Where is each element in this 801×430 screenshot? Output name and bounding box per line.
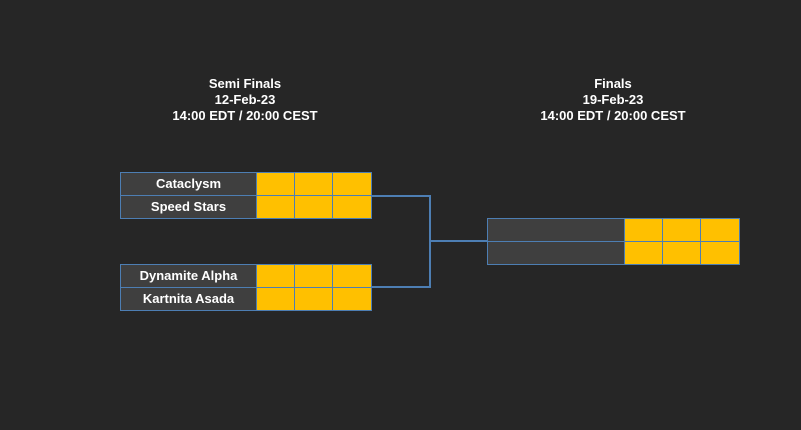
score-cell[interactable] bbox=[333, 173, 372, 196]
team-row: Kartnita Asada bbox=[121, 288, 372, 311]
score-cell[interactable] bbox=[295, 288, 333, 311]
score-cell[interactable] bbox=[257, 265, 295, 288]
score-cell[interactable] bbox=[625, 242, 663, 265]
score-cell[interactable] bbox=[663, 219, 701, 242]
score-cell[interactable] bbox=[257, 288, 295, 311]
team-row: Speed Stars bbox=[121, 196, 372, 219]
score-cell[interactable] bbox=[333, 196, 372, 219]
team-row: Cataclysm bbox=[121, 173, 372, 196]
finals-date: 19-Feb-23 bbox=[582, 92, 644, 107]
semifinals-date: 12-Feb-23 bbox=[214, 92, 276, 107]
semifinals-time: 14:00 EDT / 20:00 CEST bbox=[172, 108, 318, 123]
score-cell[interactable] bbox=[701, 242, 740, 265]
match-semifinal-2: Dynamite Alpha Kartnita Asada bbox=[120, 264, 372, 311]
team-row bbox=[488, 219, 740, 242]
score-cell[interactable] bbox=[663, 242, 701, 265]
team-row: Dynamite Alpha bbox=[121, 265, 372, 288]
team-name-cell[interactable]: Speed Stars bbox=[121, 196, 257, 219]
connector-line-final bbox=[429, 240, 487, 242]
score-cell[interactable] bbox=[701, 219, 740, 242]
connector-line-top bbox=[371, 195, 431, 197]
connector-line-bottom bbox=[371, 286, 431, 288]
team-row bbox=[488, 242, 740, 265]
finals-time: 14:00 EDT / 20:00 CEST bbox=[540, 108, 686, 123]
semifinals-header: Semi Finals 12-Feb-23 14:00 EDT / 20:00 … bbox=[95, 76, 395, 124]
team-name-cell[interactable] bbox=[488, 242, 625, 265]
score-cell[interactable] bbox=[257, 196, 295, 219]
score-cell[interactable] bbox=[625, 219, 663, 242]
finals-header: Finals 19-Feb-23 14:00 EDT / 20:00 CEST bbox=[463, 76, 763, 124]
finals-title: Finals bbox=[594, 76, 632, 91]
match-semifinal-1: Cataclysm Speed Stars bbox=[120, 172, 372, 219]
score-cell[interactable] bbox=[295, 265, 333, 288]
team-name-cell[interactable]: Cataclysm bbox=[121, 173, 257, 196]
team-name-cell[interactable]: Dynamite Alpha bbox=[121, 265, 257, 288]
score-cell[interactable] bbox=[295, 196, 333, 219]
score-cell[interactable] bbox=[333, 265, 372, 288]
score-cell[interactable] bbox=[257, 173, 295, 196]
score-cell[interactable] bbox=[295, 173, 333, 196]
match-final bbox=[487, 218, 740, 265]
team-name-cell[interactable]: Kartnita Asada bbox=[121, 288, 257, 311]
semifinals-title: Semi Finals bbox=[208, 76, 282, 91]
team-name-cell[interactable] bbox=[488, 219, 625, 242]
score-cell[interactable] bbox=[333, 288, 372, 311]
